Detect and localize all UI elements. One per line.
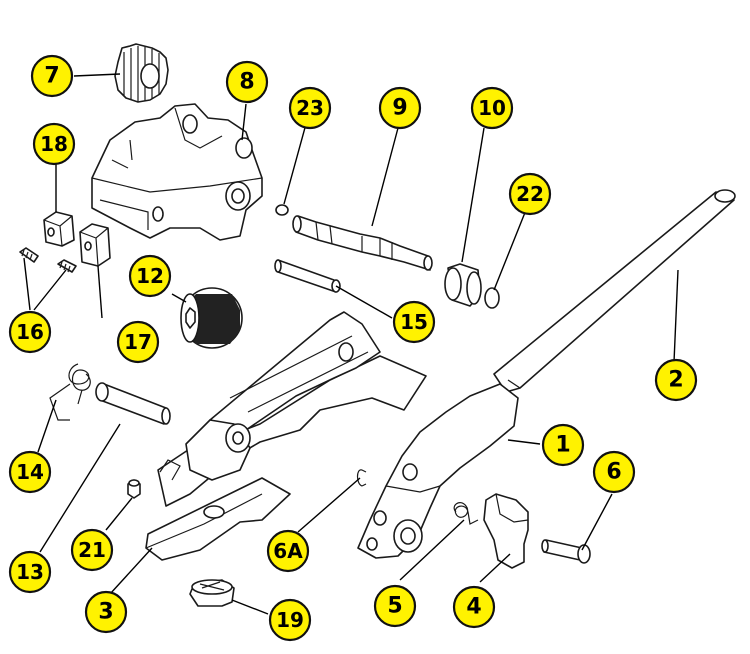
callout-3: 3: [84, 590, 128, 634]
part-12-knurled-wheel: [180, 287, 243, 349]
leader-lines: [23, 73, 679, 615]
part-14-spring: [49, 363, 91, 421]
part-8-housing: [91, 103, 263, 241]
part-9-shaft: [292, 215, 433, 271]
callout-17: 17: [116, 320, 160, 364]
callout-2-label: 2: [668, 368, 683, 393]
callout-4-label: 4: [466, 595, 481, 620]
part-15-pin: [274, 259, 341, 293]
callout-17-label: 17: [124, 330, 152, 354]
callout-13: 13: [8, 550, 52, 594]
part-16-set-screws: [19, 247, 77, 273]
callout-10: 10: [470, 86, 514, 130]
callout-13-label: 13: [16, 560, 44, 584]
part-2-handle-tube: [493, 189, 736, 393]
callout-23: 23: [288, 86, 332, 130]
callout-12: 12: [128, 254, 172, 298]
callout-7: 7: [30, 54, 74, 98]
callout-22-label: 22: [516, 182, 544, 206]
part-6a-clip: [356, 469, 367, 487]
part-19-pad: [189, 579, 235, 607]
callout-18: 18: [32, 122, 76, 166]
callout-19: 19: [268, 598, 312, 642]
callout-7-label: 7: [44, 64, 59, 89]
callout-5: 5: [373, 584, 417, 628]
callout-6: 6: [592, 450, 636, 494]
callout-2: 2: [654, 358, 698, 402]
part-5-spring: [453, 502, 479, 525]
callout-1: 1: [541, 423, 585, 467]
callout-4: 4: [452, 585, 496, 629]
callout-21: 21: [70, 528, 114, 572]
callout-3-label: 3: [98, 600, 113, 625]
callout-5-label: 5: [387, 594, 402, 619]
callout-15: 15: [392, 300, 436, 344]
part-23-ring: [275, 204, 289, 216]
callout-18-label: 18: [40, 132, 68, 156]
callout-22: 22: [508, 172, 552, 216]
callout-10-label: 10: [478, 96, 506, 120]
callout-6a-label: 6A: [273, 539, 303, 563]
callout-14: 14: [8, 450, 52, 494]
callout-9: 9: [378, 86, 422, 130]
callout-8: 8: [225, 60, 269, 104]
part-1-lever: [357, 383, 519, 559]
part-10-bushing: [444, 263, 482, 307]
callout-1-label: 1: [555, 433, 570, 458]
part-13-pin: [95, 382, 171, 425]
callout-8-label: 8: [239, 70, 254, 95]
part-22-ring: [484, 287, 500, 309]
part-18-block: [43, 211, 75, 247]
callout-16: 16: [8, 310, 52, 354]
part-7-gear: [114, 43, 169, 103]
callout-12-label: 12: [136, 264, 164, 288]
callout-6a: 6A: [266, 529, 310, 573]
callout-14-label: 14: [16, 460, 44, 484]
callout-21-label: 21: [78, 538, 106, 562]
callout-23-label: 23: [296, 96, 324, 120]
callout-9-label: 9: [392, 96, 407, 121]
part-6-pin: [541, 539, 591, 564]
part-21-screw: [127, 479, 141, 499]
part-17-block: [79, 223, 111, 267]
callout-6-label: 6: [606, 460, 621, 485]
part-3-base-assembly: [145, 311, 427, 561]
callout-16-label: 16: [16, 320, 44, 344]
callout-15-label: 15: [400, 310, 428, 334]
callout-19-label: 19: [276, 608, 304, 632]
part-4-pawl: [483, 493, 529, 569]
